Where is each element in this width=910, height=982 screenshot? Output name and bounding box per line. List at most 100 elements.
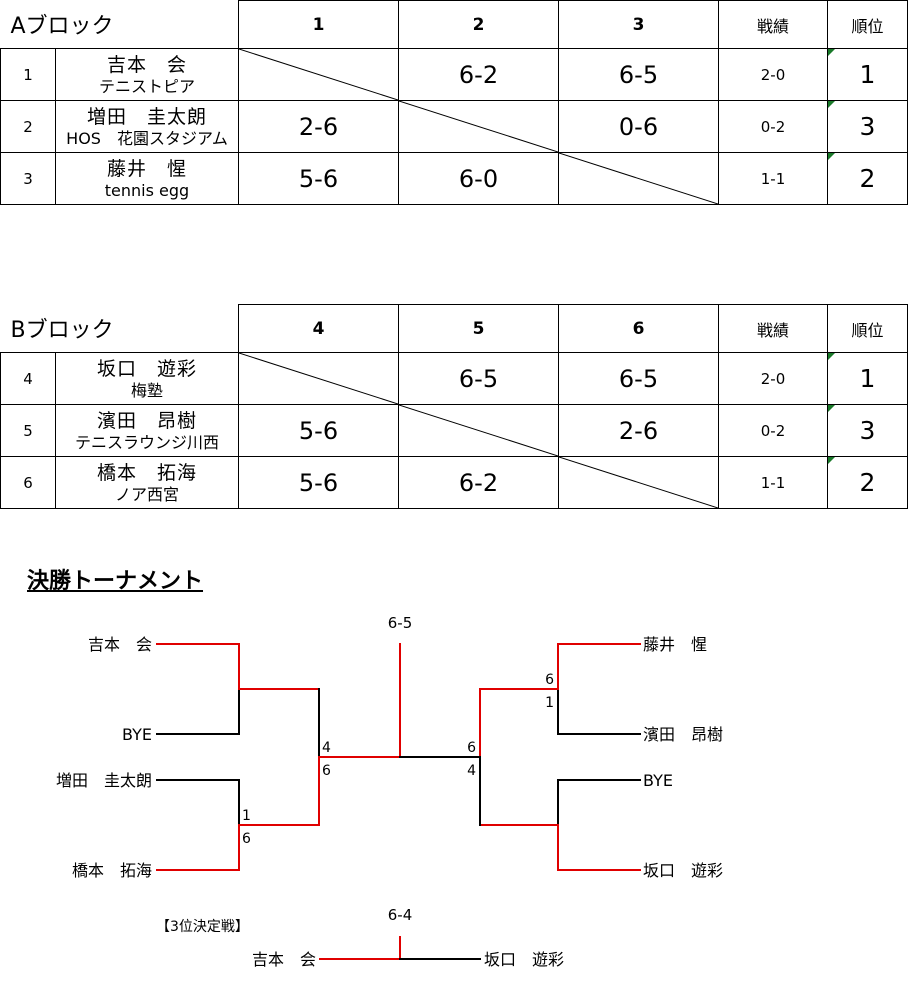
player-name: 吉本 会 (106, 53, 187, 76)
final-score: 6-5 (388, 614, 413, 632)
diagonal-slash (239, 49, 398, 100)
player-name: 坂口 遊彩 (96, 357, 197, 380)
third-place-left-player: 吉本 会 (252, 950, 316, 969)
rank-value: 1 (859, 60, 876, 89)
match-score: 2-6 (238, 100, 399, 153)
bracket-player-name: 増田 圭太朗 (56, 771, 152, 790)
self-match-cell (558, 152, 719, 205)
bracket-player-name: 橋本 拓海 (72, 861, 152, 880)
player-club: ノア西宮 (114, 484, 179, 504)
match-score: 6-2 (398, 48, 559, 101)
player-name: 増田 圭太朗 (86, 105, 207, 128)
note-marker-icon (828, 353, 835, 360)
note-marker-icon (828, 457, 835, 464)
match-score: 6-0 (398, 152, 559, 205)
diagonal-slash (399, 101, 558, 152)
player-cell: 濱田 昂樹 テニスラウンジ川西 (55, 404, 239, 457)
note-marker-icon (828, 153, 835, 160)
note-marker-icon (828, 405, 835, 412)
rank-cell: 3 (827, 404, 908, 457)
player-club: tennis egg (104, 180, 190, 200)
win-loss-record: 2-0 (718, 352, 828, 405)
win-loss-record: 1-1 (718, 152, 828, 205)
player-club: テニストピア (98, 76, 195, 96)
tournament-bracket: 6-5 吉本 会 BYE 増田 圭太朗 橋本 拓海 1 6 4 6 藤井 惺 濱… (56, 614, 723, 969)
diagonal-slash (239, 353, 398, 404)
bracket-score: 6 (322, 763, 331, 779)
bracket-score: 6 (545, 672, 554, 688)
block-b-opponent-4: 4 (238, 304, 399, 353)
block-b-opponent-5: 5 (398, 304, 559, 353)
win-loss-record: 0-2 (718, 404, 828, 457)
bracket-score: 4 (322, 740, 331, 756)
player-cell: 藤井 惺 tennis egg (55, 152, 239, 205)
note-marker-icon (828, 49, 835, 56)
right-bracket-lines (479, 643, 641, 871)
block-a-table: Aブロック 1 2 3 戦績 順位 1 吉本 会 テニストピア 6-2 6-5 … (0, 0, 908, 205)
player-name: 橋本 拓海 (96, 461, 197, 484)
rank-cell: 1 (827, 352, 908, 405)
table-row: 4 坂口 遊彩 梅塾 6-5 6-5 2-0 1 (0, 352, 908, 405)
player-club: 梅塾 (130, 380, 163, 400)
diagonal-slash (399, 405, 558, 456)
bracket-player-name: 藤井 惺 (643, 635, 707, 654)
note-marker-icon (828, 101, 835, 108)
match-score: 5-6 (238, 456, 399, 509)
rank-value: 2 (859, 164, 876, 193)
self-match-cell (238, 352, 399, 405)
rank-cell: 3 (827, 100, 908, 153)
player-cell: 坂口 遊彩 梅塾 (55, 352, 239, 405)
match-score: 6-5 (558, 48, 719, 101)
player-number: 1 (0, 48, 56, 101)
player-cell: 吉本 会 テニストピア (55, 48, 239, 101)
match-score: 5-6 (238, 152, 399, 205)
bracket-player-name: BYE (643, 771, 673, 790)
player-club: HOS 花園スタジアム (66, 128, 228, 148)
block-b-rank-header: 順位 (827, 304, 908, 353)
diagonal-line (239, 49, 398, 100)
block-a-opponent-3: 3 (558, 0, 719, 49)
third-place-score: 6-4 (388, 906, 413, 924)
diagonal-line (559, 153, 718, 204)
player-number: 3 (0, 152, 56, 205)
bracket-score: 1 (242, 808, 251, 824)
diagonal-line (239, 353, 398, 404)
table-row: 6 橋本 拓海 ノア西宮 5-6 6-2 1-1 2 (0, 456, 908, 509)
win-loss-record: 0-2 (718, 100, 828, 153)
table-row: 5 濱田 昂樹 テニスラウンジ川西 5-6 2-6 0-2 3 (0, 404, 908, 457)
bracket-player-name: BYE (122, 725, 152, 744)
block-b-opponent-6: 6 (558, 304, 719, 353)
bracket-score: 4 (467, 763, 476, 779)
self-match-cell (398, 100, 559, 153)
rank-value: 3 (859, 416, 876, 445)
table-row: 3 藤井 惺 tennis egg 5-6 6-0 1-1 2 (0, 152, 908, 205)
self-match-cell (558, 456, 719, 509)
win-loss-record: 1-1 (718, 456, 828, 509)
rank-value: 2 (859, 468, 876, 497)
block-a-title: Aブロック (10, 14, 114, 40)
player-number: 6 (0, 456, 56, 509)
block-a-opponent-2: 2 (398, 0, 559, 49)
block-b-title: Bブロック (10, 318, 114, 344)
diagonal-line (399, 405, 558, 456)
block-a-opponent-1: 1 (238, 0, 399, 49)
player-number: 5 (0, 404, 56, 457)
player-cell: 増田 圭太朗 HOS 花園スタジアム (55, 100, 239, 153)
diagonal-line (399, 101, 558, 152)
third-place-right-player: 坂口 遊彩 (484, 950, 564, 969)
rank-cell: 1 (827, 48, 908, 101)
rank-value: 1 (859, 364, 876, 393)
rank-value: 3 (859, 112, 876, 141)
bracket-score: 1 (545, 695, 554, 711)
player-cell: 橋本 拓海 ノア西宮 (55, 456, 239, 509)
diagonal-slash (559, 457, 718, 508)
match-score: 6-5 (558, 352, 719, 405)
third-place-label: 【3位決定戦】 (156, 919, 249, 935)
player-number: 2 (0, 100, 56, 153)
player-club: テニスラウンジ川西 (74, 432, 219, 452)
player-name: 藤井 惺 (106, 157, 187, 180)
self-match-cell (398, 404, 559, 457)
match-score: 6-5 (398, 352, 559, 405)
bracket-player-name: 吉本 会 (88, 635, 152, 654)
left-bracket-lines (156, 643, 401, 871)
